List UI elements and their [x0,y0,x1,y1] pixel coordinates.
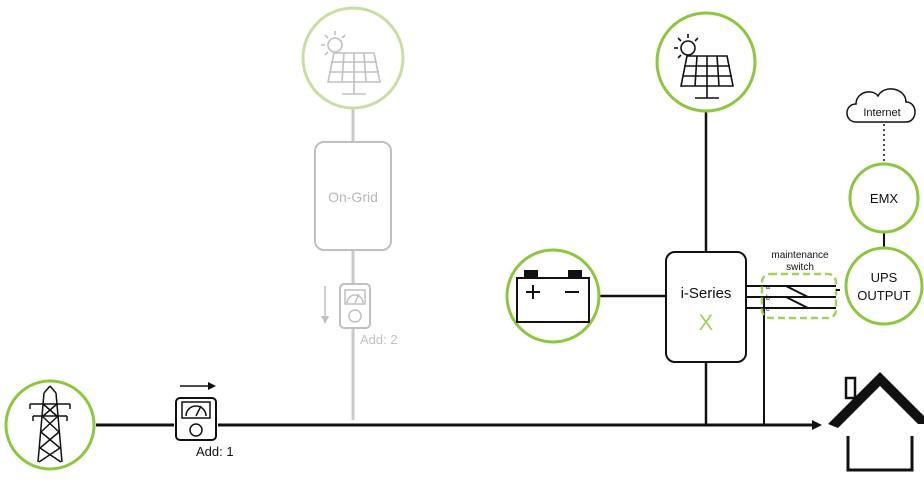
switch-pin-c: c [766,306,770,313]
switch-label-line2: switch [786,262,814,273]
cloud-icon [846,88,916,123]
switch-pin-b: b [766,295,770,302]
grid-node [4,379,96,471]
grid-meter: Add: 1 [175,382,234,459]
monitoring-chain: Internet EMX UPS OUTPUT [844,88,924,326]
ups-output-node: UPS OUTPUT [844,246,924,326]
solar-panel-node [655,11,757,113]
battery-icon [516,270,590,323]
hybrid-inverter-mark: X [699,310,714,335]
ups-label-line2: OUTPUT [857,288,911,303]
hybrid-inverter-label: i-Series [681,285,732,302]
ongrid-inverter-label: On-Grid [328,189,378,205]
house-icon [828,372,924,472]
ongrid-inverter: On-Grid [314,141,392,251]
solar-panel-faded-node [301,6,405,110]
transmission-tower-icon [29,385,71,463]
energy-meter-icon [181,401,211,437]
ups-label-line1: UPS [871,270,898,285]
internet-label: Internet [863,107,900,119]
ongrid-branch: On-Grid Add: 2 [301,6,405,420]
maintenance-switch: maintenance switch a b c [760,250,838,320]
emx-node: EMX [848,162,920,234]
grid-meter-address: Add: 1 [196,444,234,459]
emx-label: EMX [870,191,899,206]
solar-panel-icon [674,34,734,99]
solar-panel-icon [321,31,381,95]
hybrid-branch: i-Series X maintenance switch a b c [505,11,840,425]
pv-meter-address: Add: 2 [360,332,398,347]
switch-pin-a: a [766,284,770,291]
internet-cloud: Internet [846,88,916,123]
battery-node [505,248,601,344]
switch-box [760,272,838,320]
hybrid-inverter: i-Series X [665,251,747,363]
switch-label-line1: maintenance [771,250,829,261]
energy-meter-icon [344,289,366,323]
pv-meter: Add: 2 [321,283,398,347]
